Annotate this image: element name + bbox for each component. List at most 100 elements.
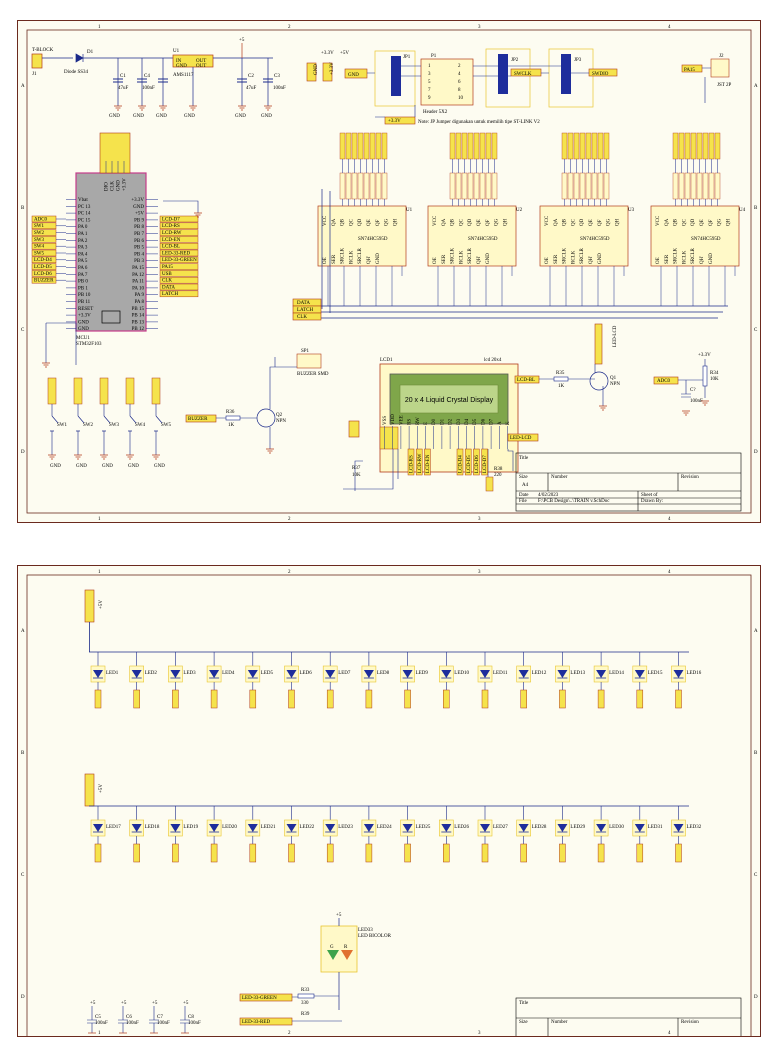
jp2-ref: JP2 (511, 58, 519, 63)
q1-type: NPN (610, 382, 620, 387)
q2-type: NPN (276, 419, 286, 424)
hdr-v33-tag: +3.3V (330, 62, 335, 75)
frame-row-label: A (21, 84, 25, 89)
shift-register-name: SN74HC595D (468, 237, 498, 242)
p1-pin: 6 (458, 80, 461, 85)
shift-pin: SRCLK (451, 247, 456, 264)
shift-pin: SER (554, 254, 559, 264)
led-bank-1 (84, 589, 689, 653)
mcu-left-pin: PA 6 (78, 266, 88, 271)
size-label-2: Size (519, 1020, 528, 1025)
adc-v33: +3.3V (698, 353, 711, 358)
gnd-label-2: GND (133, 114, 144, 119)
led-led25: LED25 (400, 806, 431, 863)
buzzer-port: BUZZER (188, 417, 208, 422)
led-led24: LED24 (361, 806, 392, 863)
frame-col-label: 2 (288, 570, 291, 575)
mcu-left-pin: PA 0 (78, 225, 88, 230)
r34-value: 10K (710, 377, 719, 382)
c4-value: 100nF (142, 86, 155, 91)
lcd-section (343, 363, 519, 491)
p1-pin: 1 (428, 64, 431, 69)
mcu-ref: MCU1 (76, 336, 90, 341)
shift-pin: QH' (589, 256, 594, 264)
shift-pin: VCC (433, 215, 438, 226)
shift-pin: RCLK (349, 250, 354, 264)
title-block-1 (515, 452, 742, 512)
frame-row-label: D (754, 995, 758, 1000)
vplus5-label: +5 (239, 38, 245, 43)
diode-name: Diode SS34 (64, 70, 89, 75)
led-label: LED12 (532, 671, 547, 676)
mcu-top-pin: CLK (111, 181, 116, 191)
led-label: LED6 (300, 671, 313, 676)
shift-pin: RCLK (459, 250, 464, 264)
hdr-gnd-tag: GND (314, 64, 319, 75)
led-label: LED9 (416, 671, 429, 676)
shift-pin: QC (459, 218, 464, 226)
mcu-left-pin: Vbat (78, 198, 88, 203)
frame-row-label: D (21, 450, 25, 455)
p1-ref: P1 (431, 54, 437, 59)
shift-pin: QD (580, 218, 585, 226)
shift-pin: QH' (367, 256, 372, 264)
vcc-tag-2: +5V (99, 784, 104, 793)
shift-pin: OE (323, 257, 328, 264)
led-led27: LED27 (477, 806, 508, 863)
j2-name: JST 2P (717, 83, 731, 88)
sp1-name: BUZZER SMD (297, 372, 329, 377)
jp3-ref: JP3 (574, 58, 582, 63)
diode-ref: D1 (87, 50, 94, 55)
mcu-left-pin: PA 5 (78, 259, 88, 264)
title-label: Title (519, 456, 529, 461)
ledlcd-port-2: LED-LCD (510, 436, 532, 441)
mcu-net-pa15: PA15 (162, 265, 173, 270)
shift-pin: QG (718, 218, 723, 226)
swdio-port: SWDIO (592, 72, 609, 77)
led-led3: LED3 (168, 652, 196, 709)
lcd-net-lcd-rs: LCD-RS (410, 455, 415, 473)
mcu-right-pin: PB 4 (134, 252, 144, 257)
size-label: Size (519, 475, 528, 480)
shift-pin: VCC (323, 215, 328, 226)
c3-ref: C3 (274, 74, 280, 79)
mcu-right-pin: PA 10 (132, 286, 144, 291)
shift-pin: QB (341, 218, 346, 226)
shift-pin: QG (607, 218, 612, 226)
p1-pin: 2 (458, 64, 461, 69)
gnd-label-3: GND (156, 114, 167, 119)
shift-register-ref: U1 (406, 208, 413, 213)
hdr-gnd-port: GND (348, 73, 359, 78)
shift-pin: SRCLK (341, 247, 346, 264)
mcu-left-pin: PB 1 (78, 286, 88, 291)
shift-register-ref: U4 (739, 208, 746, 213)
shift-pin: QD (468, 218, 473, 226)
shift-pin: QH' (700, 256, 705, 264)
r37-value: 10K (352, 473, 361, 478)
cap-vplus: +5 (90, 1001, 96, 1006)
switch-label: SW4 (135, 423, 146, 428)
frame-col-label: 3 (478, 25, 481, 30)
mcu-right-pin: PA 15 (132, 266, 144, 271)
shift-pin: QE (700, 219, 705, 226)
date-label: Date (519, 493, 529, 498)
adc-cap-ref: C? (690, 388, 696, 393)
regulator-pin-out: OUT (196, 59, 206, 64)
led-label: LED30 (609, 825, 624, 830)
file-label: File (519, 499, 528, 504)
mcu-left-pin: PB 0 (78, 280, 88, 285)
switch-label: SW5 (161, 423, 172, 428)
led-led28: LED28 (516, 806, 547, 863)
mcu-top-pin: DIO (105, 182, 110, 191)
adc-port: ADC0 (657, 379, 671, 384)
r35-ref: R35 (556, 371, 565, 376)
size-value: A4 (522, 483, 529, 488)
lcd-pin: D0 (432, 418, 437, 425)
shift-pin: SRCLR (468, 247, 473, 264)
r37-ref: R37 (352, 466, 361, 471)
